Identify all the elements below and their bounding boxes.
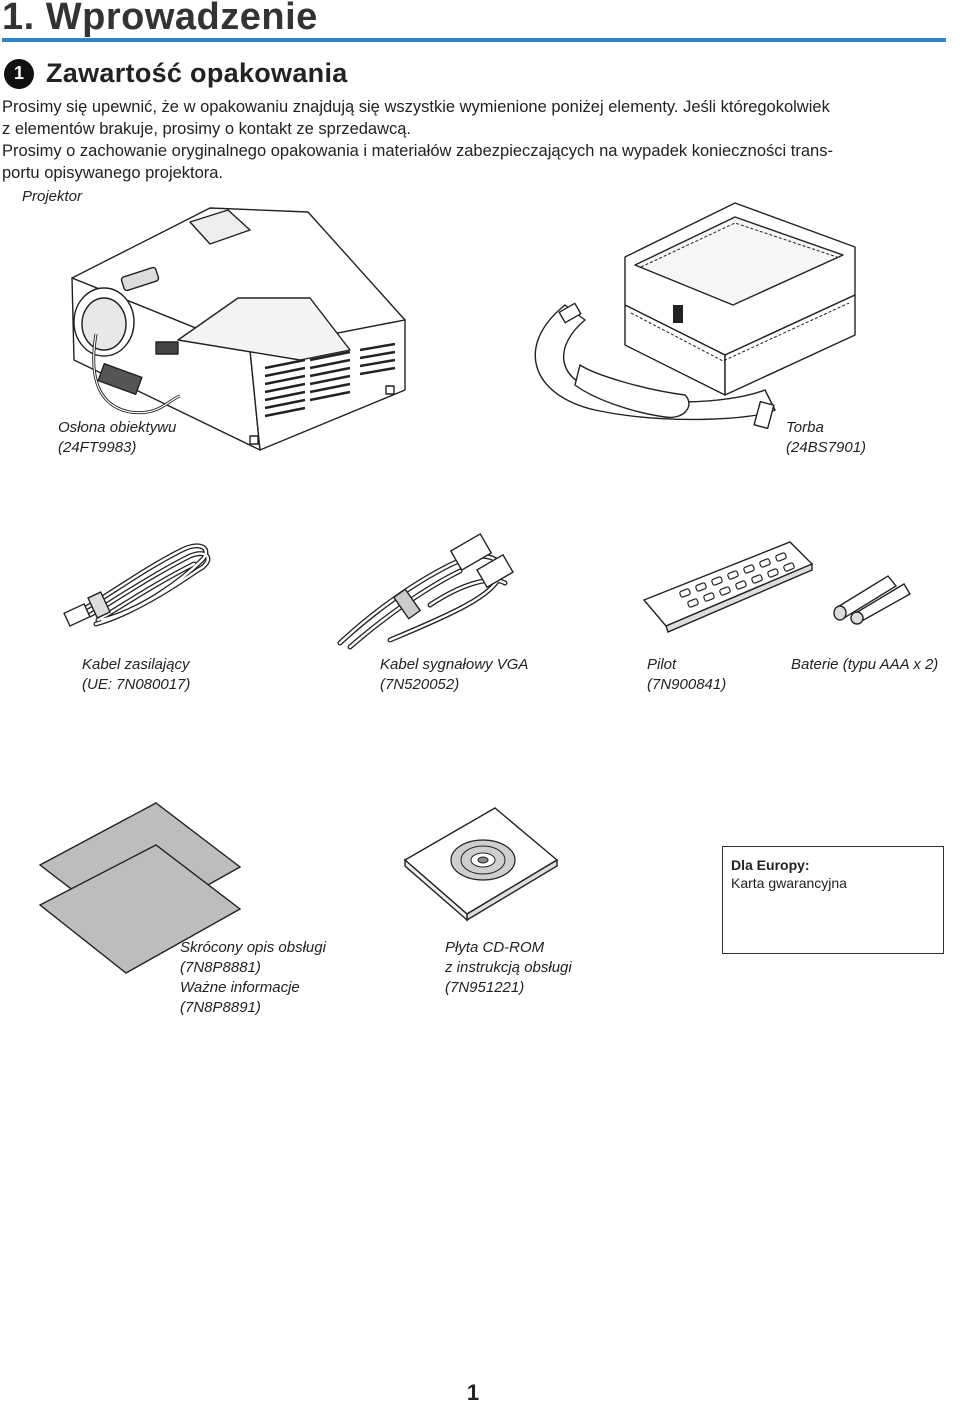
power-cable-code: (UE: 7N080017) — [82, 676, 191, 693]
page-title: 1. Wprowadzenie — [2, 0, 318, 38]
cdrom-illustration — [403, 807, 559, 922]
vga-cable-name: Kabel sygnałowy VGA — [380, 656, 529, 673]
projector-label: Projektor — [22, 188, 83, 205]
remote-name: Pilot — [647, 656, 677, 673]
projector-illustration — [71, 207, 406, 451]
intro-paragraph-1: Prosimy się upewnić, że w opakowaniu zna… — [2, 96, 952, 140]
lens-cap-name: Osłona obiektywu — [58, 419, 177, 436]
warranty-text: Karta gwarancyjna — [731, 875, 847, 891]
vga-cable-caption: Kabel sygnałowy VGA (7N520052) — [380, 655, 528, 695]
cdrom-line1: Płyta CD-ROM — [445, 939, 545, 956]
cdrom-line3: (7N951221) — [445, 979, 525, 996]
cdrom-line2: z instrukcją obsługi — [445, 959, 572, 976]
power-cable-name: Kabel zasilający — [82, 656, 190, 673]
section-heading: 1 Zawartość opakowania — [4, 58, 348, 89]
manuals-line2: (7N8P8881) — [180, 959, 261, 976]
bag-caption: Torba (24BS7901) — [786, 418, 866, 458]
manuals-line4: (7N8P8891) — [180, 999, 261, 1016]
bag-illustration — [534, 202, 856, 430]
warranty-title: Dla Europy: — [731, 857, 810, 873]
bag-code: (24BS7901) — [786, 439, 867, 456]
remote-code: (7N900841) — [647, 676, 727, 693]
cdrom-caption: Płyta CD-ROM z instrukcją obsługi (7N951… — [445, 938, 572, 998]
intro-paragraph-2: Prosimy o zachowanie oryginalnego opakow… — [2, 140, 952, 184]
intro-p2-line2: portu opisywanego projektora. — [2, 164, 224, 182]
batteries-name: Baterie (typu AAA x 2) — [791, 656, 939, 673]
vga-cable-illustration — [337, 533, 514, 650]
remote-caption: Pilot (7N900841) — [647, 655, 726, 695]
power-cable-illustration — [63, 543, 211, 627]
section-number-badge: 1 — [4, 58, 34, 89]
intro-p1-line2: z elementów brakuje, prosimy o kontakt z… — [2, 120, 412, 138]
intro-p2-line1: Prosimy o zachowanie oryginalnego opakow… — [2, 142, 833, 160]
page-number: 1 — [466, 1380, 480, 1405]
intro-p1-line1: Prosimy się upewnić, że w opakowaniu zna… — [2, 98, 830, 116]
lens-cap-code: (24FT9983) — [58, 439, 137, 456]
warranty-card-box: Dla Europy: Karta gwarancyjna — [722, 846, 944, 954]
manuals-line3: Ważne informacje — [180, 979, 300, 996]
bag-name: Torba — [786, 419, 824, 436]
title-rule — [2, 38, 946, 42]
remote-illustration — [642, 541, 814, 633]
manuals-caption: Skrócony opis obsługi (7N8P8881) Ważne i… — [180, 938, 326, 1018]
section-title: Zawartość opakowania — [46, 58, 348, 88]
vga-cable-code: (7N520052) — [380, 676, 460, 693]
manuals-illustration — [38, 802, 242, 974]
batteries-caption: Baterie (typu AAA x 2) — [791, 655, 938, 675]
power-cable-caption: Kabel zasilający (UE: 7N080017) — [82, 655, 190, 695]
lens-cap-caption: Osłona obiektywu (24FT9983) — [58, 418, 176, 458]
batteries-illustration — [833, 575, 911, 625]
manuals-line1: Skrócony opis obsługi — [180, 939, 326, 956]
